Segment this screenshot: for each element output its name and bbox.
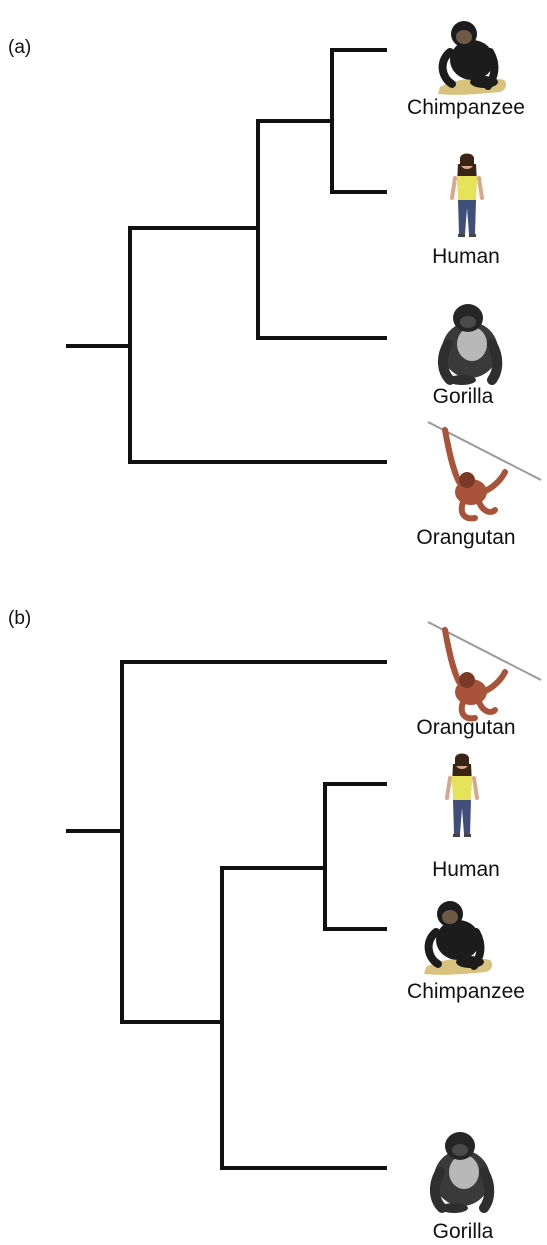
panel-b-tree bbox=[68, 662, 385, 1168]
taxon-label-chimpanzee: Chimpanzee bbox=[407, 980, 525, 1003]
panel-a-label: (a) bbox=[8, 37, 31, 58]
taxon-label-human: Human bbox=[432, 245, 500, 268]
taxon-label-gorilla: Gorilla bbox=[433, 385, 494, 408]
taxon-label-human: Human bbox=[432, 858, 500, 881]
human-image bbox=[452, 154, 482, 238]
gorilla-image bbox=[434, 1132, 490, 1213]
orangutan-image bbox=[428, 622, 541, 718]
chimpanzee-image bbox=[438, 21, 506, 95]
gorilla-image bbox=[442, 304, 498, 385]
taxon-label-orangutan: Orangutan bbox=[416, 716, 515, 739]
panel-b-label: (b) bbox=[8, 608, 31, 629]
orangutan-image bbox=[428, 422, 541, 518]
panel-a-tree bbox=[68, 50, 385, 462]
taxon-label-gorilla: Gorilla bbox=[433, 1220, 494, 1243]
taxon-label-orangutan: Orangutan bbox=[416, 526, 515, 549]
taxon-label-chimpanzee: Chimpanzee bbox=[407, 96, 525, 119]
chimpanzee-image bbox=[424, 901, 492, 975]
human-image bbox=[447, 754, 477, 838]
